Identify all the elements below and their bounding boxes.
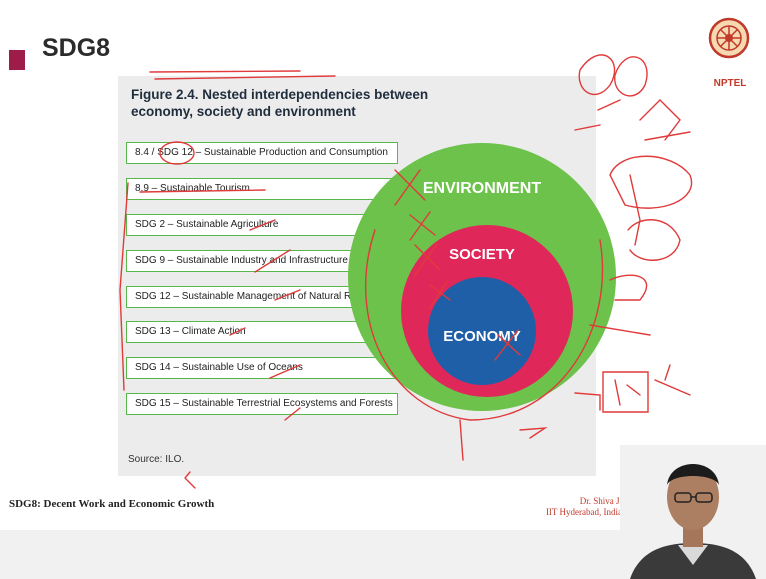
presenter-affiliation: IIT Hyderabad, India xyxy=(545,507,622,517)
sdg-item-8: SDG 15 – Sustainable Terrestrial Ecosyst… xyxy=(126,393,398,415)
presenter-info: Dr. Shiva Ji IIT Hyderabad, India xyxy=(540,496,622,518)
presenter-webcam xyxy=(620,445,766,579)
presenter-name: Dr. Shiva Ji xyxy=(579,496,622,506)
title-marker xyxy=(9,50,25,70)
economy-label: ECONOMY xyxy=(443,328,521,345)
nptel-logo-label: NPTEL xyxy=(713,78,747,89)
figure-source: Source: ILO. xyxy=(128,454,185,465)
nptel-logo-icon xyxy=(708,17,750,59)
society-label: SOCIETY xyxy=(449,246,515,263)
figure-title: Figure 2.4. Nested interdependencies bet… xyxy=(131,87,429,119)
footer-course-title: SDG8: Decent Work and Economic Growth xyxy=(9,498,215,510)
environment-label: ENVIRONMENT xyxy=(423,180,541,197)
slide-title: SDG8 xyxy=(42,34,111,62)
